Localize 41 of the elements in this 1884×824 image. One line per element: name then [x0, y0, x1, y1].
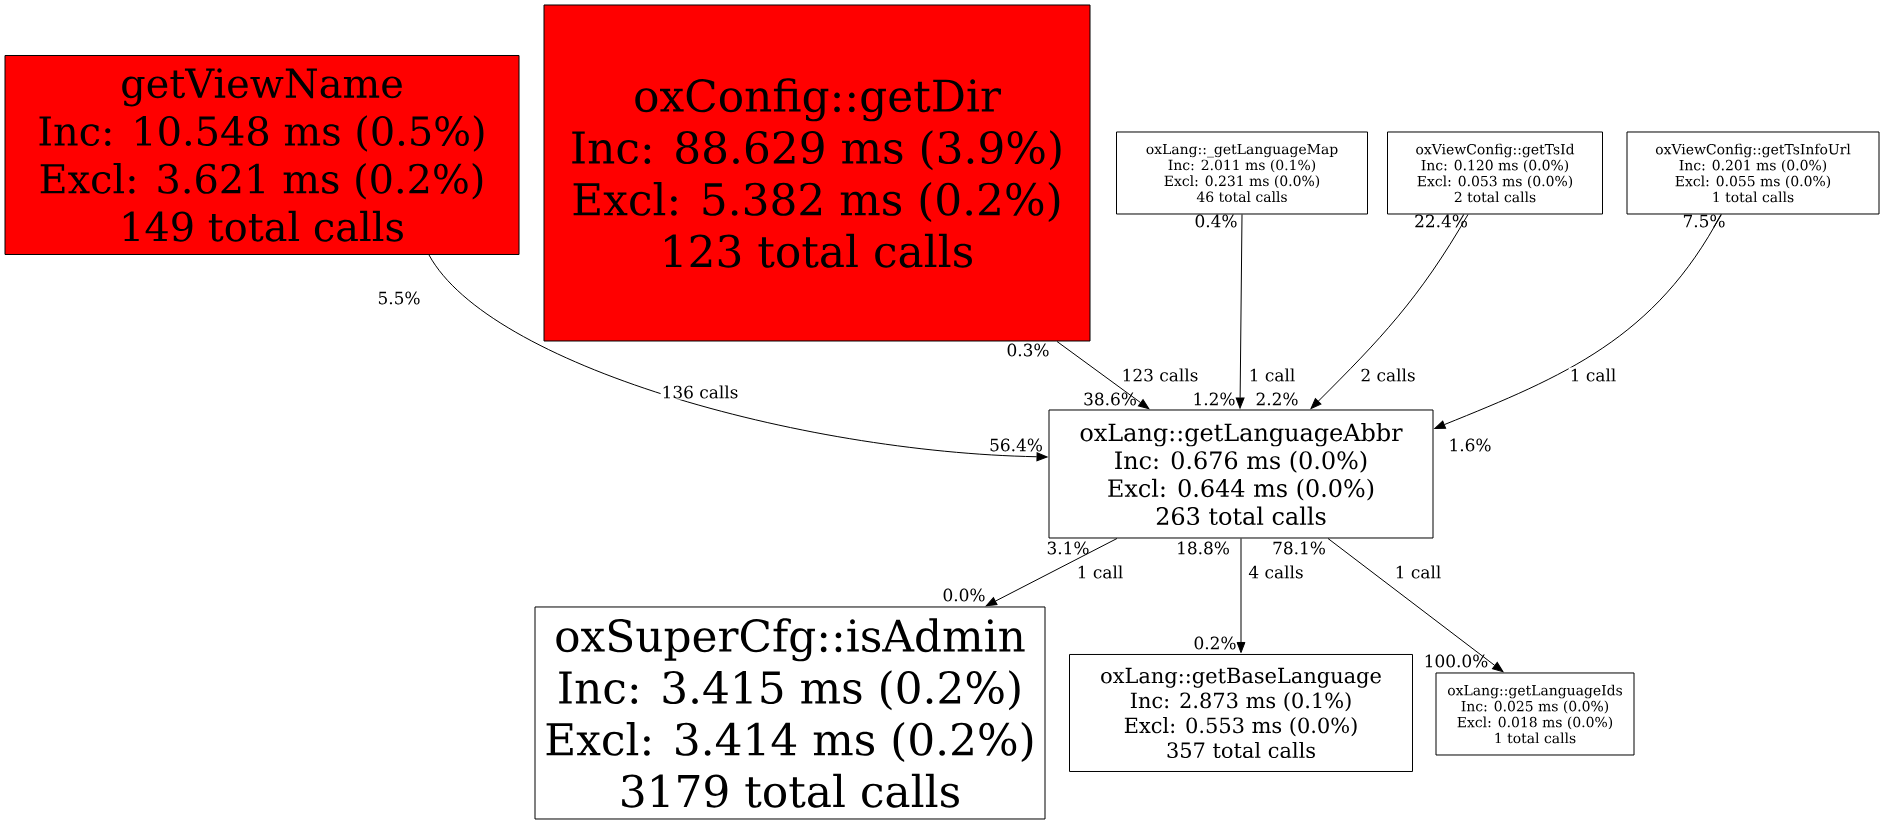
percent-label: 7.5%: [1683, 214, 1725, 228]
percent-label: 18.8%: [1178, 541, 1229, 555]
function-box: getViewName Inc: 10.548 ms (0.5%) Excl: 3.621 ms (0.2%) 149 total calls: [4, 55, 520, 255]
edge-label: 1 call: [1075, 564, 1125, 580]
percent-label: 1.6%: [1450, 438, 1491, 452]
edge-label: 123 calls: [1120, 367, 1200, 383]
arrow: [1056, 341, 1150, 410]
function-box: oxLang::getLanguageAbbr Inc: 0.676 ms (0.0%) Excl: 0.644 ms (0.0%) 263 total calls: [1048, 409, 1434, 539]
function-box: oxViewConfig::getTsId Inc: 0.120 ms (0.0%) Excl: 0.053 ms (0.0%) 2 total calls: [1387, 131, 1603, 215]
edge-label: 4 calls: [1247, 564, 1305, 580]
function-box: oxLang::getBaseLanguage Inc: 2.873 ms (0.1%) Excl: 0.553 ms (0.0%) 357 total calls: [1069, 654, 1413, 772]
arrow: [985, 538, 1118, 607]
percent-label: 56.4%: [990, 438, 1042, 452]
percent-label: 0.0%: [943, 588, 985, 602]
function-box: oxLang::_getLanguageMap Inc: 2.011 ms (0.1%) Excl: 0.231 ms (0.0%) 46 total calls: [1116, 131, 1368, 215]
function-box: oxViewConfig::getTsInfoUrl Inc: 0.201 ms (0.0%) Excl: 0.055 ms (0.0%) 1 total calls: [1626, 131, 1880, 215]
arrow: [1434, 214, 1722, 429]
function-box: oxLang::getLanguageIds Inc: 0.025 ms (0.0%) Excl: 0.018 ms (0.0%) 1 total calls: [1435, 672, 1635, 756]
percent-label: 5.5%: [378, 291, 420, 305]
edge-label: 2 calls: [1359, 367, 1417, 383]
edge-label: 1 call: [1393, 564, 1443, 580]
percent-label: 38.6%: [1084, 392, 1136, 406]
percent-label: 0.3%: [1007, 343, 1049, 357]
percent-label: 22.4%: [1415, 214, 1467, 228]
edge-label: 1 call: [1247, 367, 1297, 383]
percent-label: 78.1%: [1273, 541, 1325, 555]
arrow: [428, 254, 1048, 462]
percent-label: 1.2%: [1194, 392, 1235, 406]
percent-label: 0.2%: [1194, 636, 1236, 650]
arrow: [1236, 538, 1246, 654]
percent-label: 100.0%: [1425, 654, 1488, 668]
percent-label: 3.1%: [1047, 541, 1089, 555]
percent-label: 2.2%: [1256, 392, 1298, 406]
function-box: oxConfig::getDir Inc: 88.629 ms (3.9%) Excl: 5.382 ms (0.2%) 123 total calls: [543, 4, 1091, 342]
arrow: [1327, 538, 1504, 673]
function-box: oxSuperCfg::isAdmin Inc: 3.415 ms (0.2%) Excl: 3.414 ms (0.2%) 3179 total calls: [534, 606, 1046, 820]
arrow: [1235, 214, 1245, 409]
edge-label: 1 call: [1568, 367, 1618, 383]
arrow: [1310, 214, 1469, 409]
edge-label: 136 calls: [660, 384, 740, 400]
percent-label: 0.4%: [1195, 214, 1237, 228]
